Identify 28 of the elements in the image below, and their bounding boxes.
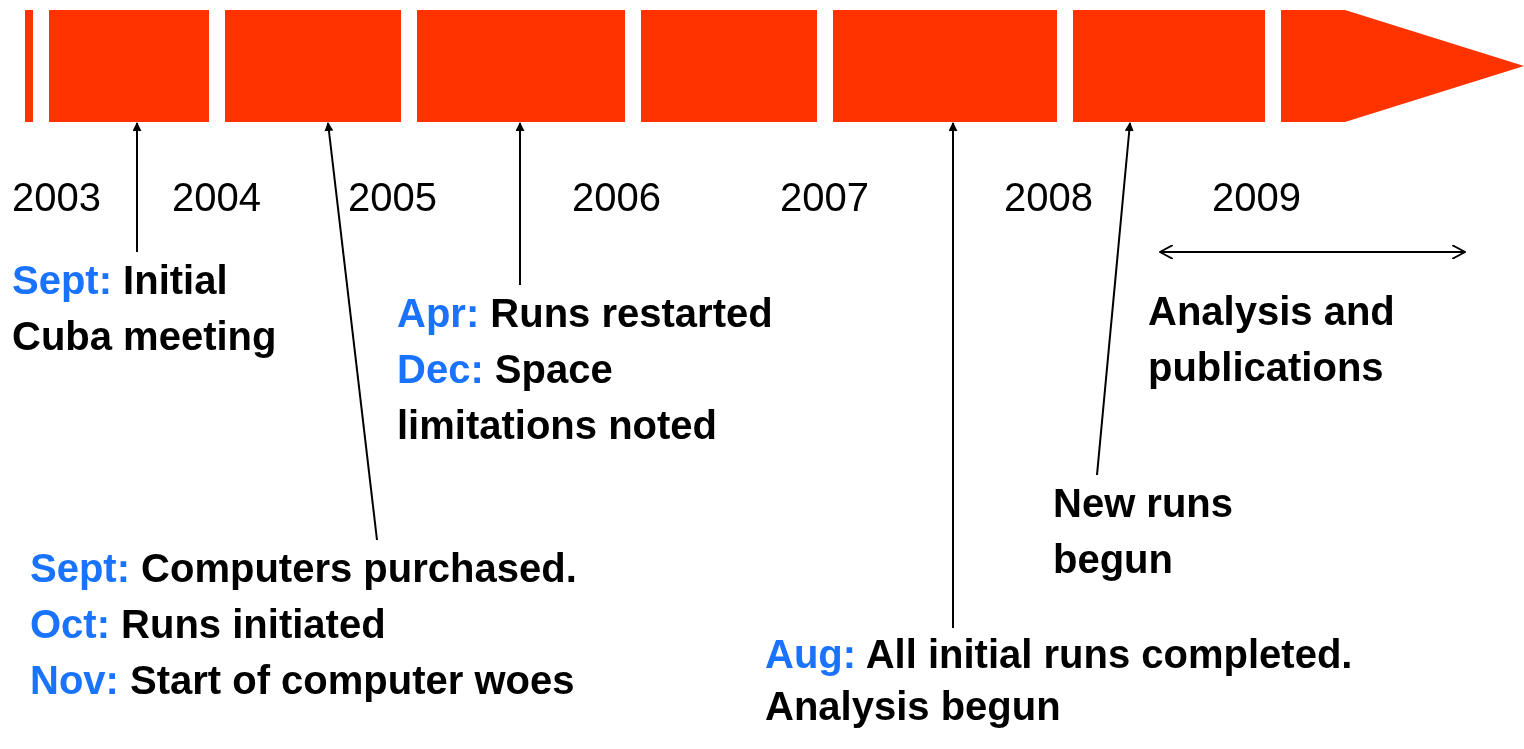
year-label: 2004 <box>172 174 261 221</box>
timeline-segment <box>417 10 625 122</box>
year-label: 2003 <box>12 174 101 221</box>
event-note: Apr: Runs restarted <box>397 290 774 337</box>
arrow <box>1096 122 1134 476</box>
timeline-segment <box>49 10 209 122</box>
timeline-segment <box>225 10 401 122</box>
year-label: 2005 <box>348 174 437 221</box>
event-note: Aug: All initial runs completed. Analysis begun <box>765 631 1354 730</box>
arrow <box>132 122 142 253</box>
event-note: Oct: Runs initiated <box>30 601 387 648</box>
year-label: 2008 <box>1004 174 1093 221</box>
arrow <box>515 122 525 286</box>
timeline-segment <box>641 10 817 122</box>
event-note: Dec: Space limitations noted <box>397 346 718 449</box>
year-label: 2006 <box>572 174 661 221</box>
year-label: 2009 <box>1212 174 1301 221</box>
arrow <box>324 122 378 541</box>
arrow <box>948 122 958 629</box>
timeline-segment <box>25 10 33 122</box>
timeline-segment <box>833 10 1057 122</box>
event-note: Sept: Computers purchased. <box>30 545 578 592</box>
event-note: Sept: Initial Cuba meeting <box>12 257 278 360</box>
period-note: Analysis and publications <box>1148 288 1396 391</box>
event-note: Nov: Start of computer woes <box>30 657 576 704</box>
timeline-segment <box>1073 10 1265 122</box>
event-note: New runs begun <box>1053 480 1235 583</box>
year-label: 2007 <box>780 174 869 221</box>
